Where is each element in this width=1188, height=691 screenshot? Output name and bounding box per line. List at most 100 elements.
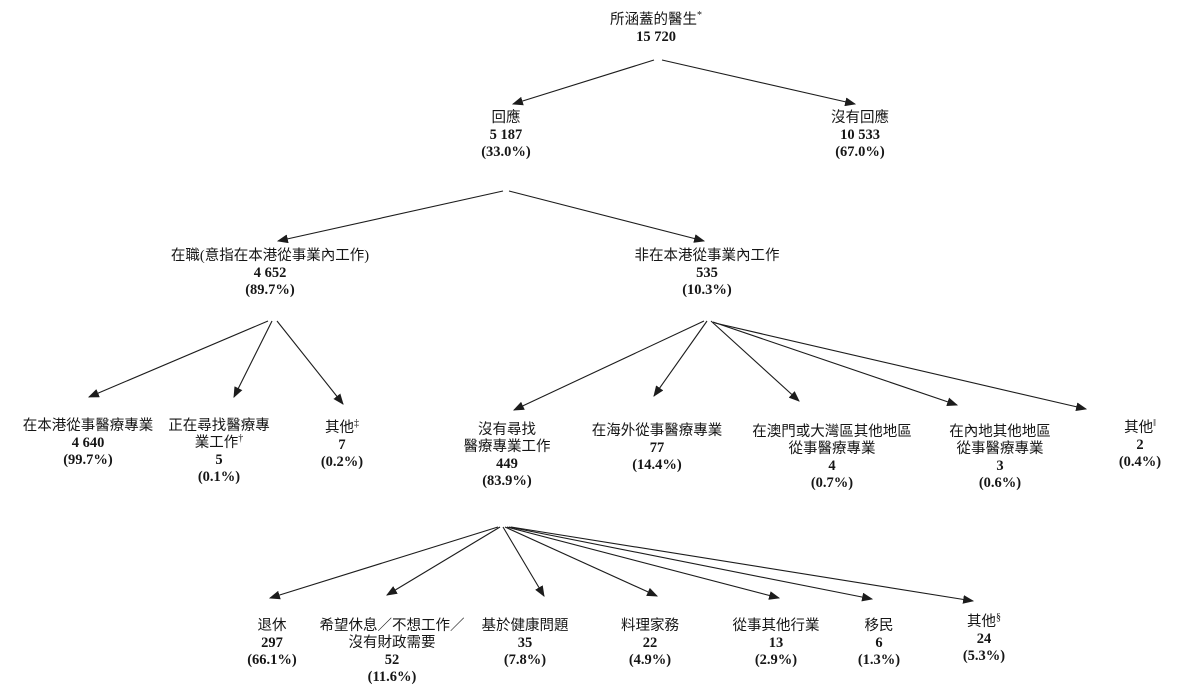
node-value: 13 (768, 635, 784, 651)
node-label-line2: 業工作† (194, 433, 244, 451)
node-housework: 料理家務 22 (4.9%) (621, 618, 679, 669)
arrow-notseeking-to-rest (386, 526, 501, 596)
node-label: 在本港從事醫療專業 (22, 418, 154, 434)
node-retired: 退休 297 (66.1%) (247, 618, 297, 669)
node-practising-overseas: 在海外從事醫療專業 77 (14.4%) (592, 423, 723, 474)
arrow-responded-to-working (276, 190, 504, 244)
node-label: 沒有尋找 (478, 422, 536, 438)
arrow-notseeking-to-others (510, 526, 975, 604)
node-value: 5 187 (489, 127, 523, 143)
arrow-root-to-responded (511, 59, 655, 106)
node-value: 10 533 (840, 127, 880, 143)
footnote-dagger: † (238, 433, 244, 445)
footnote-double-dagger: ‡ (353, 418, 359, 430)
node-value: 52 (384, 652, 400, 668)
node-value: 449 (496, 456, 518, 472)
node-value: 3 (996, 458, 1004, 474)
arrow-notseeking-to-other-industry (506, 526, 781, 600)
arrow-notworking-to-overseas (653, 320, 708, 397)
node-percent: (67.0%) (835, 144, 885, 160)
node-percent: (0.2%) (320, 454, 364, 470)
node-wish-to-rest: 希望休息／不想工作／ 沒有財政需要 52 (11.6%) (320, 618, 465, 686)
arrow-notworking-to-macao-gba (710, 320, 800, 402)
node-value: 4 (828, 458, 836, 474)
node-percent: (2.9%) (754, 652, 798, 668)
arrow-working-to-others (276, 320, 344, 405)
arrow-notworking-to-mainland (712, 321, 959, 406)
node-practising-in-hk: 在本港從事醫療專業 4 640 (99.7%) (23, 418, 154, 469)
footnote-section: § (995, 612, 1001, 624)
arrow-notworking-to-not-seeking (513, 320, 705, 411)
node-label: 在澳門或大灣區其他地區 (752, 424, 912, 440)
node-percent: (99.7%) (63, 452, 113, 468)
arrow-responded-to-not-working-hk (508, 190, 706, 243)
node-value: 4 652 (253, 265, 287, 281)
node-percent: (0.4%) (1118, 454, 1162, 470)
arrow-notworking-to-others (714, 322, 1088, 412)
node-label: 所涵蓋的醫生* (610, 10, 702, 28)
node-responded: 回應 5 187 (33.0%) (481, 110, 531, 161)
node-label: 在海外從事醫療專業 (591, 423, 723, 439)
node-label: 其他‖ (1124, 418, 1156, 436)
node-value: 2 (1136, 437, 1144, 453)
node-label-line2: 從事醫療專業 (788, 441, 876, 457)
node-health-problem: 基於健康問題 35 (7.8%) (482, 618, 569, 669)
node-label-line2: 沒有財政需要 (348, 635, 436, 651)
node-label: 退休 (257, 618, 287, 634)
node-not-working-in-hk: 非在本港從事業內工作 535 (10.3%) (635, 248, 780, 299)
node-percent: (0.1%) (197, 469, 241, 485)
node-label-line2: 從事醫療專業 (956, 441, 1044, 457)
node-percent: (33.0%) (481, 144, 531, 160)
node-working-in-profession: 在職(意指在本港從事業內工作) 4 652 (89.7%) (171, 248, 369, 299)
arrow-working-to-seeking-job (233, 320, 273, 398)
node-value: 535 (696, 265, 718, 281)
node-covered-doctors: 所涵蓋的醫生* 15 720 (610, 10, 702, 46)
footnote-asterisk: * (697, 10, 702, 22)
node-label-line2: 醫療專業工作 (463, 439, 551, 455)
node-no-response: 沒有回應 10 533 (67.0%) (831, 110, 889, 161)
node-practising-macao-gba: 在澳門或大灣區其他地區 從事醫療專業 4 (0.7%) (752, 424, 912, 492)
node-value: 5 (215, 452, 223, 468)
node-value: 7 (338, 437, 346, 453)
node-label: 移民 (864, 618, 894, 634)
node-practising-mainland: 在內地其他地區 從事醫療專業 3 (0.6%) (949, 424, 1051, 492)
arrow-notseeking-to-health (502, 526, 545, 597)
node-label: 非在本港從事業內工作 (634, 248, 780, 264)
node-percent: (66.1%) (247, 652, 297, 668)
node-others-not-working: 其他‖ 2 (0.4%) (1118, 418, 1162, 471)
node-value: 297 (261, 635, 283, 651)
node-label: 正在尋找醫療專 (168, 418, 270, 434)
node-percent: (14.4%) (632, 457, 682, 473)
node-value: 24 (976, 631, 992, 647)
node-label: 在職(意指在本港從事業內工作) (170, 248, 370, 264)
arrow-working-to-practising-hk (87, 320, 269, 398)
node-seeking-medical-job: 正在尋找醫療專 業工作† 5 (0.1%) (168, 418, 270, 486)
node-percent: (4.9%) (628, 652, 672, 668)
node-label: 回應 (491, 110, 521, 126)
node-percent: (7.8%) (503, 652, 547, 668)
node-percent: (1.3%) (857, 652, 901, 668)
node-label: 希望休息／不想工作／ (319, 618, 465, 634)
node-percent: (11.6%) (367, 669, 417, 685)
node-label: 其他‡ (324, 418, 359, 436)
node-label: 沒有回應 (831, 110, 889, 126)
node-emigrated: 移民 6 (1.3%) (858, 618, 900, 669)
node-value: 6 (875, 635, 883, 651)
node-percent: (83.9%) (482, 473, 532, 489)
node-percent: (89.7%) (245, 282, 295, 298)
node-other-industry: 從事其他行業 13 (2.9%) (733, 618, 820, 669)
node-percent: (0.7%) (810, 475, 854, 491)
node-others-working: 其他‡ 7 (0.2%) (320, 418, 364, 471)
node-percent: (10.3%) (682, 282, 732, 298)
footnote-double-bar: ‖ (1153, 418, 1156, 430)
node-label: 基於健康問題 (481, 618, 569, 634)
node-value: 77 (649, 440, 665, 456)
node-not-seeking-medical-job: 沒有尋找 醫療專業工作 449 (83.9%) (464, 422, 551, 490)
node-label: 從事其他行業 (732, 618, 820, 634)
node-value: 15 720 (636, 29, 676, 45)
node-others-not-seeking: 其他§ 24 (5.3%) (963, 612, 1005, 665)
node-value: 4 640 (71, 435, 105, 451)
arrow-notseeking-to-retired (268, 526, 499, 600)
node-label: 其他§ (966, 612, 1001, 630)
